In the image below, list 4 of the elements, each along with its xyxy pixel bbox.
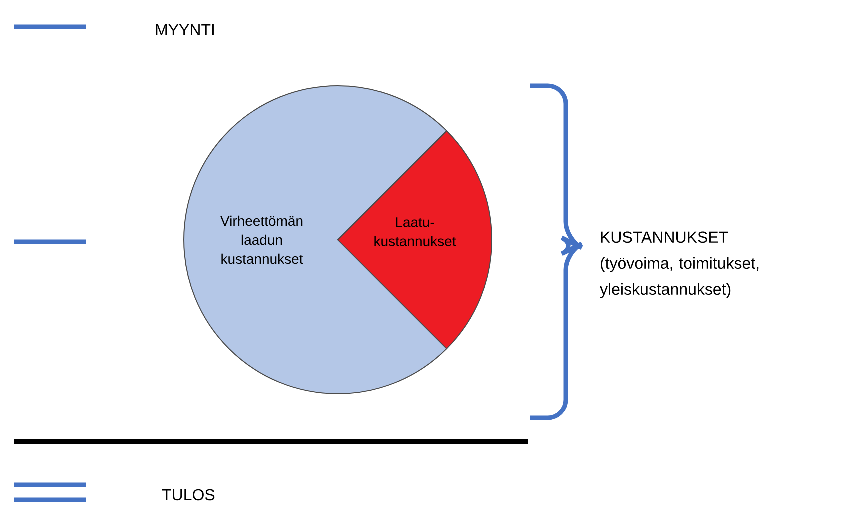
text-label: MYYNTI xyxy=(156,24,214,36)
text-label: KUSTANNUKSET (työvoima, toimitukset, yleiskustannukset) xyxy=(600,232,759,298)
pie-slice: Laatu- kustannukset xyxy=(338,130,492,350)
text-label: TULOS xyxy=(162,489,215,501)
